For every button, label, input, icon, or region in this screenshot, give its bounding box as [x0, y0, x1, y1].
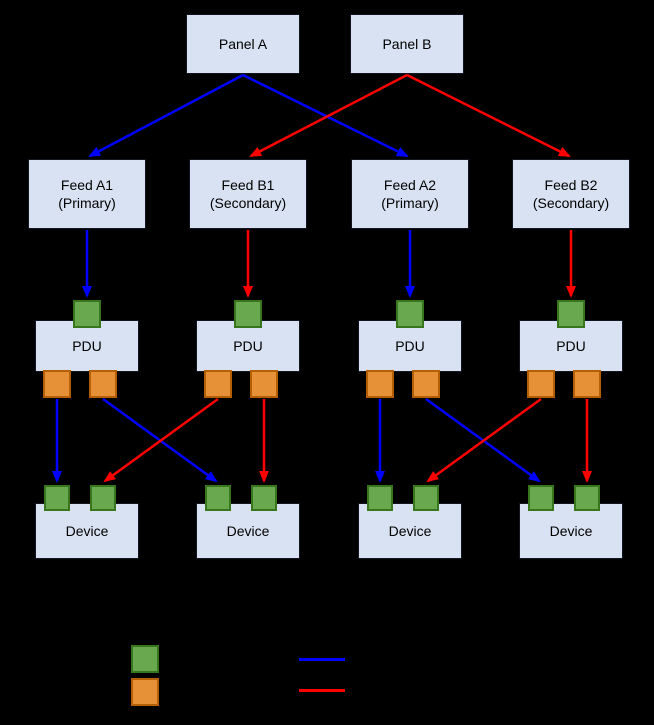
- pdu-4-input-port: [557, 300, 585, 328]
- feed-a1-node: Feed A1 (Primary): [28, 159, 146, 229]
- device-4-label: Device: [549, 522, 593, 539]
- pdu-2-label: PDU: [233, 337, 263, 354]
- legend-input-port-swatch: [131, 645, 159, 673]
- feed-b2-name: Feed B2: [544, 176, 598, 193]
- wire-pdu-4-to-device-3: [426, 397, 542, 483]
- pdu-2-output-port-right: [250, 370, 278, 398]
- pdu-1-node: PDU: [35, 320, 139, 372]
- feed-b2-node: Feed B2 (Secondary): [512, 159, 630, 229]
- panel-b-node: Panel B: [350, 14, 464, 74]
- device-4-input-port-right: [574, 485, 600, 511]
- device-1-node: Device: [35, 503, 139, 559]
- legend-output-port-swatch: [131, 678, 159, 706]
- pdu-2-input-port: [234, 300, 262, 328]
- wire-pdu-2-to-device-1: [103, 397, 219, 483]
- device-3-node: Device: [358, 503, 462, 559]
- wire-panel-a-to-feed-a2: [242, 73, 409, 158]
- device-1-label: Device: [65, 522, 109, 539]
- pdu-3-label: PDU: [395, 337, 425, 354]
- pdu-1-output-port-left: [43, 370, 71, 398]
- pdu-4-output-port-left: [527, 370, 555, 398]
- legend-primary-feed-line: [299, 658, 345, 661]
- feed-a2-role: (Primary): [381, 195, 439, 211]
- legend-secondary-feed-line: [299, 689, 345, 692]
- device-3-label: Device: [388, 522, 432, 539]
- panel-b-label: Panel B: [382, 35, 432, 52]
- device-1-input-port-left: [44, 485, 70, 511]
- pdu-4-node: PDU: [519, 320, 623, 372]
- device-3-input-port-right: [413, 485, 439, 511]
- panel-a-label: Panel A: [218, 35, 268, 52]
- device-1-input-port-right: [90, 485, 116, 511]
- device-2-label: Device: [226, 522, 270, 539]
- pdu-4-label: PDU: [556, 337, 586, 354]
- device-2-node: Device: [196, 503, 300, 559]
- feed-b1-role: (Secondary): [209, 195, 287, 211]
- feed-a1-role: (Primary): [58, 195, 116, 211]
- feed-a2-node: Feed A2 (Primary): [351, 159, 469, 229]
- wire-panel-b-to-feed-b1: [249, 73, 408, 158]
- feed-a2-name: Feed A2: [383, 176, 437, 193]
- device-2-input-port-left: [205, 485, 231, 511]
- panel-a-node: Panel A: [186, 14, 300, 74]
- device-3-input-port-left: [367, 485, 393, 511]
- feed-a1-name: Feed A1: [60, 176, 114, 193]
- pdu-2-output-port-left: [204, 370, 232, 398]
- pdu-4-output-port-right: [573, 370, 601, 398]
- pdu-1-output-port-right: [89, 370, 117, 398]
- pdu-3-output-port-right: [412, 370, 440, 398]
- feed-b2-role: (Secondary): [532, 195, 610, 211]
- wire-panel-a-to-feed-a1: [88, 73, 244, 158]
- feed-b1-name: Feed B1: [221, 176, 275, 193]
- wire-panel-b-to-feed-b2: [406, 73, 571, 158]
- pdu-2-node: PDU: [196, 320, 300, 372]
- device-4-input-port-left: [528, 485, 554, 511]
- pdu-3-input-port: [396, 300, 424, 328]
- pdu-1-label: PDU: [72, 337, 102, 354]
- device-2-input-port-right: [251, 485, 277, 511]
- device-4-node: Device: [519, 503, 623, 559]
- pdu-3-output-port-left: [366, 370, 394, 398]
- pdu-1-input-port: [73, 300, 101, 328]
- feed-b1-node: Feed B1 (Secondary): [189, 159, 307, 229]
- pdu-3-node: PDU: [358, 320, 462, 372]
